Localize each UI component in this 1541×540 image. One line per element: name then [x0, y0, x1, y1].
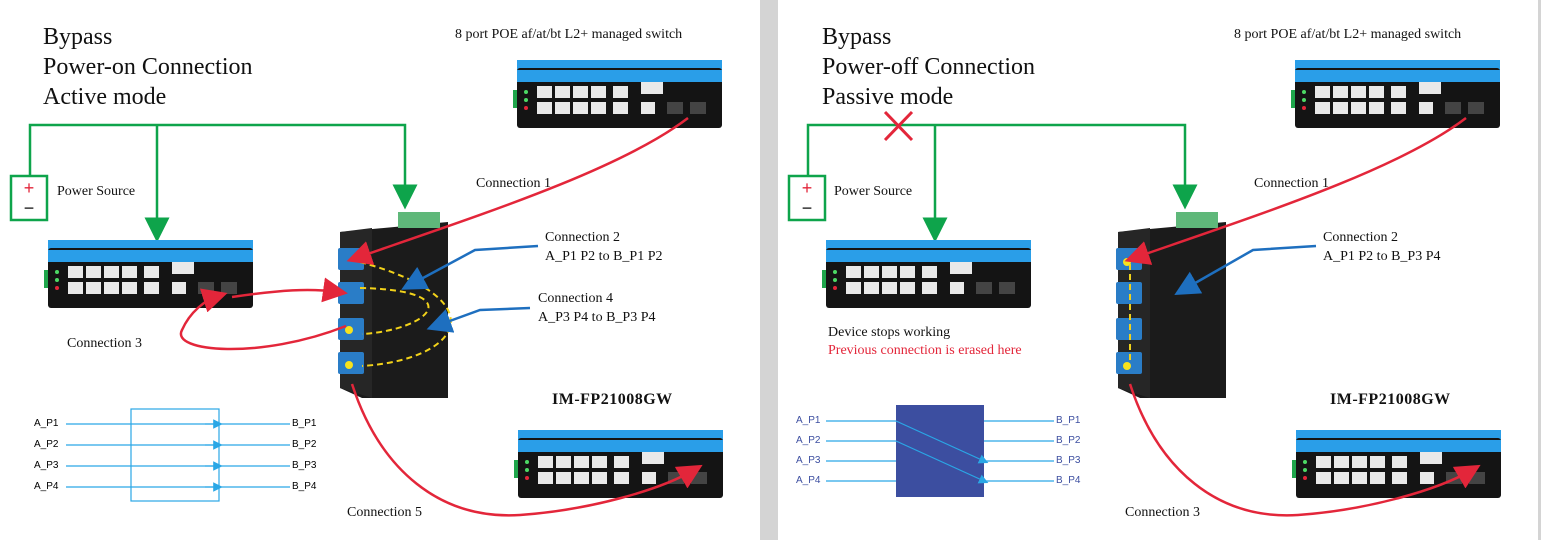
svg-text:−: −	[24, 198, 35, 218]
right-title-line1: Bypass	[822, 24, 892, 50]
right-title-line2: Power-off Connection	[822, 54, 1036, 80]
connection5-line	[350, 383, 703, 517]
left-connection2: Connection 2	[545, 230, 621, 245]
right-port-a3: A_P3	[796, 455, 821, 466]
left-switch	[44, 240, 253, 308]
left-title-line2: Power-on Connection	[43, 54, 253, 80]
right-panel: + − Bypass Power	[778, 0, 1538, 540]
left-port-a1: A_P1	[34, 418, 59, 429]
right-model-name: IM-FP21008GW	[1330, 391, 1451, 408]
left-port-a4: A_P4	[34, 481, 59, 492]
right-connection2-detail: A_P1 P2 to B_P3 P4	[1323, 249, 1441, 264]
right-port-a1: A_P1	[796, 415, 821, 426]
right-connection1: Connection 1	[1254, 176, 1330, 191]
right-switch-label: 8 port POE af/at/bt L2+ managed switch	[1234, 27, 1462, 42]
left-title-line3: Active mode	[43, 84, 167, 110]
right-device-stops: Device stops working	[828, 325, 951, 340]
bypass-device	[1116, 212, 1226, 398]
svg-text:+: +	[802, 178, 813, 198]
right-port-b2: B_P2	[1056, 435, 1081, 446]
right-connection2: Connection 2	[1323, 230, 1399, 245]
connection1-line	[1124, 117, 1467, 265]
top-managed-switch	[1291, 60, 1500, 128]
right-port-a4: A_P4	[796, 475, 821, 486]
left-model-name: IM-FP21008GW	[552, 391, 673, 408]
right-port-b4: B_P4	[1056, 475, 1081, 486]
right-title-line3: Passive mode	[822, 84, 954, 110]
left-port-b4: B_P4	[292, 481, 317, 492]
left-connection4: Connection 4	[538, 291, 614, 306]
power-source-box	[9, 174, 49, 222]
left-port-a3: A_P3	[34, 460, 59, 471]
top-managed-switch	[513, 60, 722, 128]
right-power-source: Power Source	[834, 184, 913, 199]
svg-text:+: +	[24, 178, 35, 198]
left-title-line1: Bypass	[43, 24, 113, 50]
left-connection5: Connection 5	[347, 505, 423, 520]
connection3-line-b	[179, 288, 347, 351]
bypass-device	[338, 212, 448, 398]
svg-text:−: −	[802, 198, 813, 218]
right-erased-note: Previous connection is erased here	[828, 343, 1022, 358]
connection1-line	[346, 117, 689, 265]
left-power-source: Power Source	[57, 184, 136, 199]
connection3-line	[1128, 383, 1481, 517]
bypass-schematic-box	[896, 405, 984, 497]
bottom-switch	[514, 430, 723, 498]
connection3-line-a	[231, 277, 348, 303]
left-port-b1: B_P1	[292, 418, 317, 429]
right-port-b3: B_P3	[1056, 455, 1081, 466]
right-port-a2: A_P2	[796, 435, 821, 446]
right-diagram: + −	[787, 60, 1501, 517]
left-port-a2: A_P2	[34, 439, 59, 450]
right-port-b1: B_P1	[1056, 415, 1081, 426]
left-port-b3: B_P3	[292, 460, 317, 471]
power-cut-icon	[883, 110, 914, 142]
left-diagram: + −	[9, 60, 723, 517]
left-panel: + −	[0, 0, 760, 540]
left-port-b2: B_P2	[292, 439, 317, 450]
power-line	[28, 123, 418, 210]
left-switch-label: 8 port POE af/at/bt L2+ managed switch	[455, 27, 683, 42]
power-line	[806, 123, 1198, 210]
left-switch	[822, 240, 1031, 308]
left-connection1: Connection 1	[476, 176, 552, 191]
bypass-schematic-box	[130, 408, 220, 502]
left-connection4-detail: A_P3 P4 to B_P3 P4	[538, 310, 656, 325]
left-connection2-detail: A_P1 P2 to B_P1 P2	[545, 249, 663, 264]
left-connection3: Connection 3	[67, 336, 143, 351]
right-connection3: Connection 3	[1125, 505, 1201, 520]
bottom-switch	[1292, 430, 1501, 498]
power-source-box	[787, 174, 827, 222]
